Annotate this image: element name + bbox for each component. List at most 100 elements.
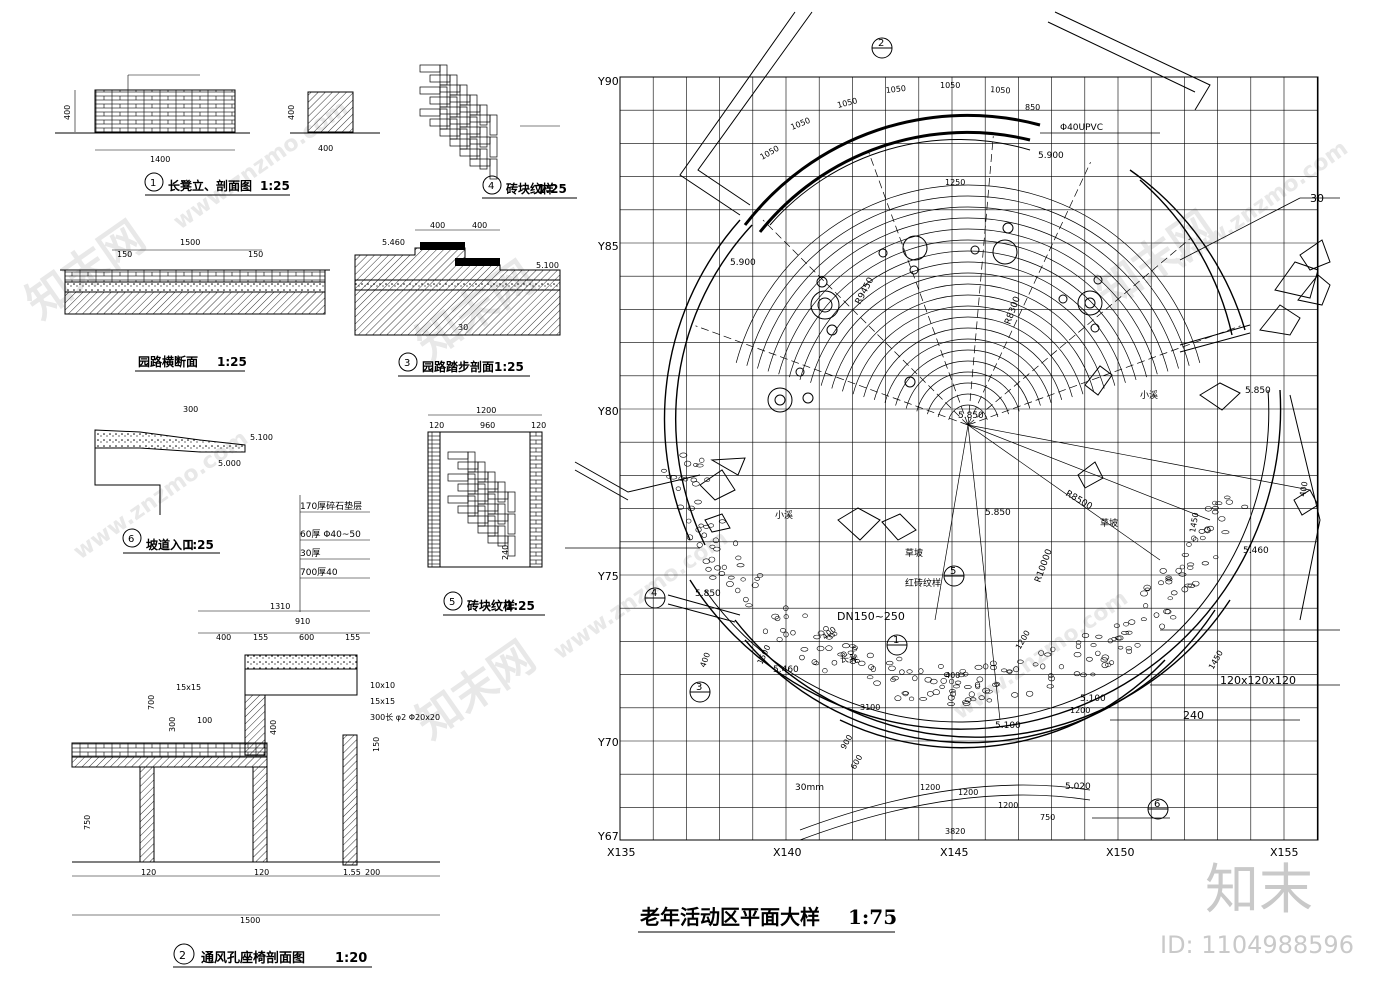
leader-lines [565,132,1340,819]
layer-label: 700厚40 [300,567,338,578]
pebble [906,669,913,674]
pebble [1050,646,1056,653]
detail-title: 园路横断面 [138,354,198,369]
pebble [698,523,704,528]
pebble [736,563,745,568]
dim-label: 400 [430,221,445,230]
dim-label: 400 [821,625,838,642]
pebble [840,651,847,658]
paver [507,535,516,557]
pebble [962,700,969,704]
pebble [837,652,845,657]
brand-logo: 知末 [1205,858,1313,921]
dim-label: 1200 [998,801,1018,810]
pebble-path [661,452,1249,706]
pebble [969,697,977,702]
radial-line [967,162,1091,426]
pebble [1213,555,1219,560]
pebble [687,505,695,512]
pebble [1170,590,1178,596]
detail-bench-elevation: 1400 400 400 400 1 长凳立、剖面图 1:25 [55,74,380,196]
dim-label: 300 [183,405,198,414]
grid-y-label: Y85 [597,240,619,253]
grid-x-label: X155 [1270,846,1299,859]
pebble [1101,654,1110,661]
grid-labels: Y90 Y85 Y80 Y75 Y70 Y67 X135 X140 X145 X… [597,75,1299,859]
pebble [817,630,825,636]
pebble [978,695,985,701]
pebble [771,613,780,620]
pebble [666,474,673,479]
dim-label: 400 [269,720,278,735]
pebble [983,663,989,670]
pebble [692,481,700,487]
pebble [678,476,685,481]
mm30-label: 30mm [795,783,824,793]
pebble [718,519,726,524]
dim-label: 400 [945,671,960,680]
pebble [686,518,692,524]
pebble [696,463,704,468]
pebble [1169,615,1177,620]
pebble [1095,650,1101,657]
herringbone-pattern [419,64,498,180]
pebble [1090,672,1096,677]
pebble [1211,509,1219,515]
grid-x-label: X140 [773,846,802,859]
dim-label: 300 [168,717,177,732]
pebble [783,631,789,638]
detail-number: 4 [488,181,494,192]
pebble [756,573,764,578]
pebble [952,684,960,689]
seating-ring [948,404,988,420]
elevation-label: 5.850 [958,411,984,421]
pebble [1212,500,1218,506]
pebble [1058,664,1065,670]
pebble [1100,657,1109,663]
elevation-label: 5.850 [1245,386,1271,396]
dim-label: 900 [839,733,854,751]
pebble [699,457,705,463]
pebble [866,652,874,659]
dim-label: 3100 [860,703,880,712]
pebble [1113,623,1120,628]
elevation-label: 5.020 [1065,782,1091,792]
pebble [813,634,821,640]
grid-x-label: X145 [940,846,969,859]
radial-line [934,424,969,621]
pebble [675,486,682,491]
layer-labels: 170厚碎石垫层 60厚 Φ40~50 30厚 700厚40 [300,500,370,579]
pebble [1143,603,1149,609]
paver [507,513,516,535]
dim-label: 1450 [1188,512,1200,534]
tree-pits [767,222,1103,413]
paver [419,108,441,117]
dim-label: 1200 [476,406,496,415]
amphitheatre-rings [735,184,1201,420]
pebble [661,468,667,473]
dim-label: 1500 [180,238,200,247]
pebble [852,647,858,652]
pebble [1186,542,1192,547]
pebble [1198,528,1206,534]
paver [447,473,469,482]
pebble [1140,590,1148,597]
elevation-label: 5.100 [1080,694,1106,704]
detail-scale: 1:25 [494,360,524,374]
pebble [813,661,820,666]
callout-4: 4 [644,587,666,609]
pebble [918,668,924,674]
pebble [825,635,833,640]
plan-title-block: 老年活动区平面大样 1:75 [638,905,897,933]
grid-x-label: X135 [607,846,636,859]
ventilated-bench [769,139,1031,226]
pebble [994,682,1001,687]
dim-label: 400 [318,144,333,153]
dim-label: 150 [117,250,132,259]
pebble [982,687,991,694]
layer-label: 10x10 [370,681,395,690]
pebble [751,582,759,589]
image-id: ID: 1104988596 [1160,931,1354,959]
pebble [947,694,955,701]
dim-label: 750 [1040,813,1055,822]
